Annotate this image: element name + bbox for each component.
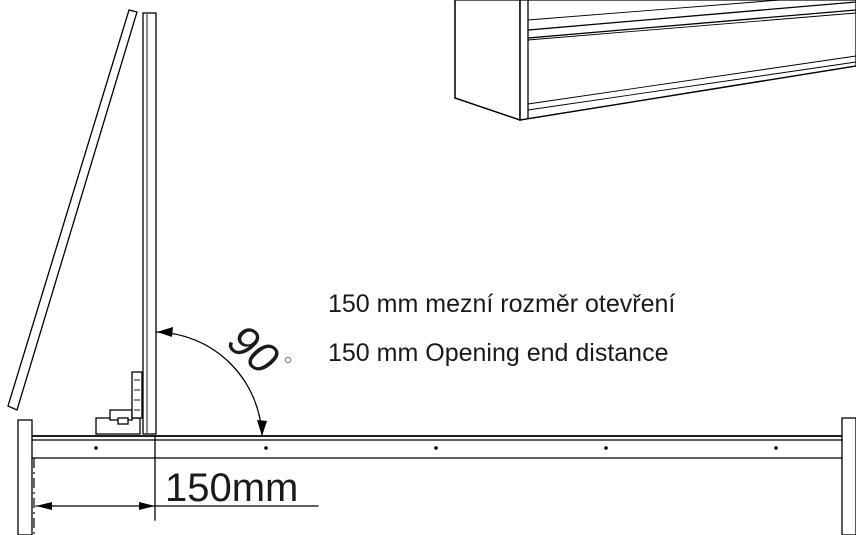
screw-hole-4 — [604, 446, 608, 450]
screw-hole-5 — [774, 446, 778, 450]
hinge-mechanism — [95, 371, 143, 435]
dimension-150mm — [35, 435, 319, 521]
tilted-door-panel — [7, 9, 138, 411]
annotation-english: 150 mm Opening end distance — [328, 339, 669, 367]
cabinet-perspective-view — [454, 0, 856, 121]
annotation-czech: 150 mm mezní rozměr otevření — [328, 290, 675, 318]
dimension-label: 150mm — [165, 466, 298, 510]
upright-door-panel — [142, 12, 157, 435]
screw-hole-1 — [94, 446, 98, 450]
cabinet-side-view — [17, 417, 856, 535]
screw-hole-2 — [264, 446, 268, 450]
screw-hole-3 — [434, 446, 438, 450]
angle-value: 90 — [219, 315, 288, 384]
degree-symbol: ○ — [284, 351, 292, 367]
angle-arc-90 — [156, 327, 267, 437]
